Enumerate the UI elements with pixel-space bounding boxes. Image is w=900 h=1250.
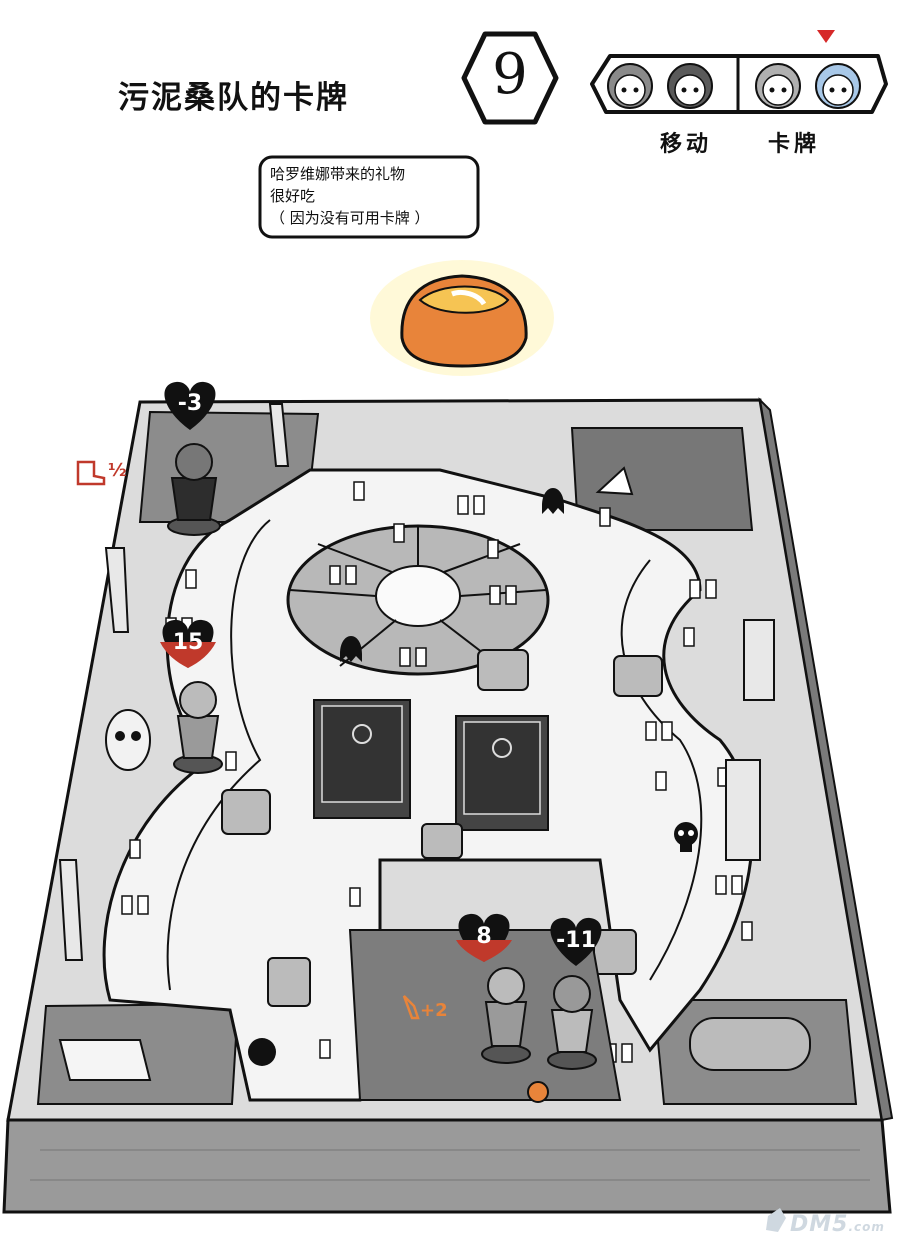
bomb-icon xyxy=(248,1038,276,1066)
chest-icon xyxy=(267,957,311,1007)
boot-icon xyxy=(76,460,106,486)
modifier-label: +2 xyxy=(420,1000,448,1021)
treat-icon xyxy=(370,260,554,376)
skull-icon xyxy=(674,822,698,852)
speech-line: 哈罗维娜带来的礼物 xyxy=(270,165,406,183)
watermark-suffix: .com xyxy=(848,1220,885,1234)
page-title: 污泥桑队的卡牌 xyxy=(118,80,349,116)
speech-text: 哈罗维娜带来的礼物 很好吃 （ 因为没有可用卡牌 ） xyxy=(270,163,480,229)
token-value: 8 xyxy=(476,924,492,949)
heart-token xyxy=(550,917,602,966)
campfire-icon xyxy=(595,466,634,496)
watermark-logo-icon xyxy=(766,1208,786,1232)
turn-number: 9 xyxy=(492,42,528,107)
card-deck-right xyxy=(455,715,549,831)
chest-icon xyxy=(421,823,463,859)
heart-token xyxy=(164,381,216,430)
active-turn-marker-icon xyxy=(817,30,835,43)
ghost-icon xyxy=(340,636,362,662)
portrait-3 xyxy=(755,63,801,109)
speech-line: 很好吃 xyxy=(270,187,316,205)
skeleton-icon xyxy=(105,709,151,771)
heart-token-fill xyxy=(160,642,216,668)
corner-campfire xyxy=(570,427,754,531)
portrait-4-active xyxy=(815,63,861,109)
board-right-side xyxy=(758,397,894,1122)
phase-move-label: 移动 xyxy=(660,132,713,157)
speech-bubble xyxy=(258,155,480,239)
dead-tree-icon xyxy=(104,547,130,633)
card-deck-left xyxy=(313,699,411,819)
sword-icon xyxy=(402,995,420,1020)
dead-tree-icon xyxy=(268,403,290,467)
portrait-1 xyxy=(607,63,653,109)
tower-icon xyxy=(743,619,775,701)
turn-order-bar xyxy=(590,54,888,114)
portrait-2 xyxy=(667,63,713,109)
player-figure-1 xyxy=(167,443,221,536)
player-figure-3 xyxy=(481,967,531,1064)
token-value: -3 xyxy=(177,391,203,416)
player-figure-2 xyxy=(173,681,223,774)
player-figure-4 xyxy=(547,975,597,1070)
scroll-icon xyxy=(58,1039,152,1081)
modifier-label: ½ xyxy=(108,460,127,481)
watermark: DM5.com xyxy=(790,1212,885,1237)
chest-icon xyxy=(613,655,663,697)
heart-token-fill xyxy=(456,940,512,962)
token-value: -11 xyxy=(556,928,596,953)
speech-line: （ 因为没有可用卡牌 ） xyxy=(270,209,430,227)
watermark-brand: DM5 xyxy=(790,1212,849,1237)
turn-counter-hexagon xyxy=(461,31,559,125)
chest-icon xyxy=(477,649,529,691)
board-front xyxy=(2,1118,892,1214)
small-treat-icon xyxy=(527,1081,549,1103)
tower-icon xyxy=(725,759,761,861)
log-icon xyxy=(689,1017,811,1071)
ghost-icon xyxy=(542,488,564,514)
phase-card-label: 卡牌 xyxy=(768,132,821,157)
token-value: 15 xyxy=(172,630,204,655)
dead-tree-icon xyxy=(58,859,84,961)
chest-icon xyxy=(221,789,271,835)
